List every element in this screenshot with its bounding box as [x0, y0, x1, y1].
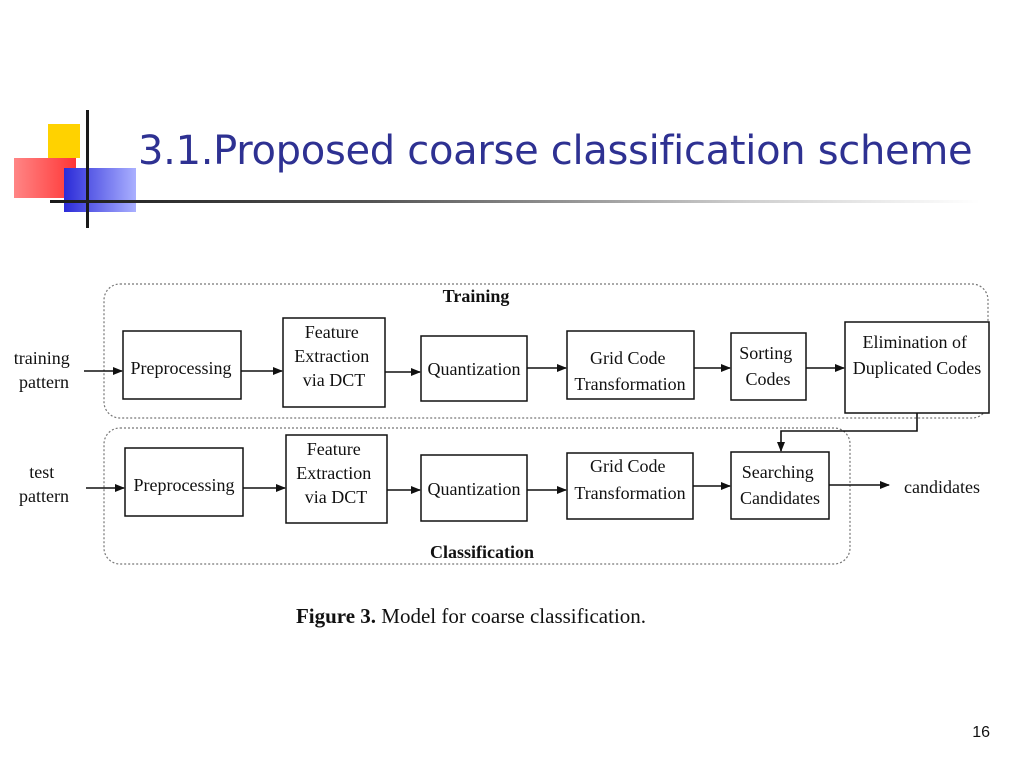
ornament-vertical-line	[86, 110, 89, 228]
figure-caption: Figure 3. Model for coarse classificatio…	[0, 604, 942, 629]
page-number: 16	[972, 724, 990, 741]
title-ornament	[0, 100, 140, 230]
training-grid-code-box: Grid Code Transformation	[566, 330, 695, 400]
svg-text:Feature Extraction: Feature Extraction via DCT	[296, 439, 375, 507]
training-feature-extraction-box: Feature Extraction via DCT	[282, 317, 386, 408]
training-sorting-codes-box: Sorting Codes	[730, 332, 807, 401]
slide-title: 3.1.Proposed coarse classification schem…	[138, 128, 973, 174]
test-pattern-label: test pattern	[19, 462, 69, 506]
classification-preprocessing-box: Preprocessing	[124, 447, 244, 517]
training-pattern-label: training pattern	[14, 348, 75, 392]
candidates-output-label: candidates	[904, 477, 980, 497]
training-preprocessing-box: Preprocessing	[122, 330, 242, 400]
svg-text:Elimination of Duplicate: Elimination of Duplicated Codes	[853, 332, 981, 378]
figure-label: Figure 3.	[295, 604, 377, 628]
classification-grid-code-box: Grid Code Transformation	[566, 452, 694, 520]
figure-caption-text: Model for coarse classification.	[376, 604, 647, 628]
training-group-label: Training	[443, 286, 510, 306]
svg-text:Quantization: Quantization	[428, 359, 521, 379]
training-quantization-box: Quantization	[420, 335, 528, 402]
svg-text:Searching Candidates: Searching Candidates	[740, 462, 820, 508]
arrow-elimination-to-searching	[777, 413, 918, 452]
title-underline	[50, 200, 980, 203]
classification-searching-candidates-box: Searching Candidates	[730, 451, 830, 520]
svg-text:Grid Code Transformation: Grid Code Transformation	[574, 348, 685, 394]
ornament-yellow-square	[48, 124, 80, 158]
svg-text:Feature Extraction: Feature Extraction via DCT	[294, 322, 373, 390]
classification-quantization-box: Quantization	[420, 454, 528, 522]
classification-feature-extraction-box: Feature Extraction via DCT	[285, 434, 388, 524]
svg-text:Quantization: Quantization	[428, 479, 521, 499]
training-elimination-box: Elimination of Duplicated Codes	[844, 321, 990, 414]
svg-text:Preprocessing: Preprocessing	[134, 475, 235, 495]
svg-text:Grid Code Transformation: Grid Code Transformation	[574, 456, 685, 503]
training-group-frame	[103, 283, 989, 419]
classification-group-label: Classification	[430, 542, 534, 562]
svg-text:Sorting Codes: Sorting Codes	[739, 343, 797, 389]
classification-group-frame	[103, 427, 851, 565]
ornament-blue-square	[64, 168, 136, 212]
svg-text:Preprocessing: Preprocessing	[131, 358, 232, 378]
